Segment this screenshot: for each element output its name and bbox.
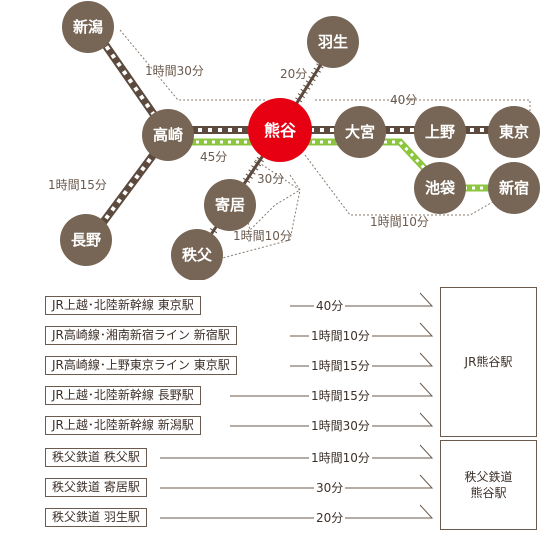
route-label-5: JR上越･北陸新幹線 新潟駅	[45, 416, 201, 435]
station-niigata-label: 新潟	[73, 18, 103, 36]
guide-chichibu	[214, 174, 301, 261]
arrow-row-7	[419, 474, 434, 489]
arrow-row-5	[419, 412, 434, 427]
arrow-row-1	[419, 292, 434, 307]
stations: 新潟 羽生 高崎 熊谷 大宮 上野 東京 池袋 新宿 長野 寄居 秩父	[60, 1, 540, 280]
route-time-6: 1時間10分	[309, 451, 372, 465]
time-tokyo: 40分	[390, 93, 417, 107]
route-time-8: 20分	[314, 511, 346, 525]
destination-chichibu-line2: 熊谷駅	[470, 486, 507, 500]
arrow-row-4	[419, 382, 434, 397]
station-chichibu-circle	[171, 229, 223, 280]
route-time-1: 40分	[314, 299, 346, 313]
route-label-7: 秩父鉄道 寄居駅	[45, 478, 147, 497]
route-time-4: 1時間15分	[309, 389, 372, 403]
route-label-1: JR上越･北陸新幹線 東京駅	[45, 296, 201, 315]
station-chichibu-label: 秩父	[182, 246, 213, 264]
station-nagano-label: 長野	[71, 231, 101, 249]
station-ueno-circle	[414, 106, 466, 158]
station-kumagaya-label: 熊谷	[264, 121, 297, 140]
guide-niigata	[119, 29, 265, 101]
route-label-2: JR高崎線･湘南新宿ライン 新宿駅	[45, 326, 237, 345]
guide-shinjuku	[304, 154, 506, 216]
route-label-4: JR上越･北陸新幹線 長野駅	[45, 386, 201, 405]
route-label-8: 秩父鉄道 羽生駅	[45, 508, 147, 527]
route-map: 新潟 羽生 高崎 熊谷 大宮 上野 東京 池袋 新宿 長野 寄居 秩父 1時間3…	[48, 1, 540, 280]
station-tokyo-circle	[488, 106, 540, 158]
time-takasaki-green: 45分	[200, 150, 227, 164]
ties-kumagaya-haneda	[276, 42, 337, 133]
route-time-2: 1時間10分	[309, 329, 372, 343]
arrow-row-2	[419, 322, 434, 337]
station-haneda-label: 羽生	[318, 33, 348, 51]
route-time-3: 1時間15分	[309, 359, 372, 373]
route-label-6: 秩父鉄道 秩父駅	[45, 448, 147, 467]
station-shinjuku-circle	[488, 162, 540, 214]
station-yorii-label: 寄居	[215, 196, 245, 214]
route-time-5: 1時間30分	[309, 419, 372, 433]
station-takasaki-circle	[142, 109, 194, 161]
station-haneda-circle	[307, 16, 359, 68]
arrow-row-3	[419, 352, 434, 367]
time-niigata: 1時間30分	[145, 64, 204, 78]
destination-chichibu-kumagaya: 秩父鉄道 熊谷駅	[440, 440, 537, 530]
station-ikebukuro-label: 池袋	[425, 179, 456, 197]
time-haneda: 20分	[280, 67, 307, 81]
station-tokyo-label: 東京	[499, 123, 529, 141]
destination-jr-label: JR熊谷駅	[464, 355, 513, 369]
destination-jr-kumagaya: JR熊谷駅	[440, 287, 537, 437]
station-shinjuku-label: 新宿	[499, 179, 529, 197]
station-omiya-label: 大宮	[345, 123, 375, 141]
destination-chichibu-line1: 秩父鉄道	[464, 470, 513, 484]
route-time-7: 30分	[314, 481, 346, 495]
guide-tokyo	[315, 99, 531, 125]
station-niigata-circle	[62, 1, 114, 53]
station-ikebukuro-circle	[414, 162, 466, 214]
travel-time-table: JR上越･北陸新幹線 東京駅 40分 JR高崎線･湘南新宿ライン 新宿駅 1時間…	[0, 285, 557, 536]
time-nagano: 1時間15分	[48, 178, 107, 192]
arrow-row-6	[419, 444, 434, 459]
station-takasaki-label: 高崎	[153, 126, 183, 144]
station-ueno-label: 上野	[425, 123, 455, 141]
station-nagano-circle	[60, 214, 112, 266]
route-label-3: JR高崎線･上野東京ライン 東京駅	[45, 356, 237, 375]
ties-omiya-ikebukuro-green	[360, 140, 442, 187]
arrow-row-8	[419, 504, 434, 519]
ties-niigata-takasaki	[93, 28, 170, 137]
station-yorii-circle	[204, 179, 256, 231]
time-shinjuku: 1時間10分	[370, 215, 429, 229]
station-omiya-circle	[334, 106, 386, 158]
table-connectors	[160, 292, 434, 519]
time-yorii: 30分	[257, 172, 284, 186]
time-chichibu: 1時間10分	[233, 229, 292, 243]
time-labels: 1時間30分 20分 40分 45分 1時間15分 30分 1時間10分 1時間…	[48, 64, 429, 243]
station-kumagaya-circle	[248, 98, 312, 162]
